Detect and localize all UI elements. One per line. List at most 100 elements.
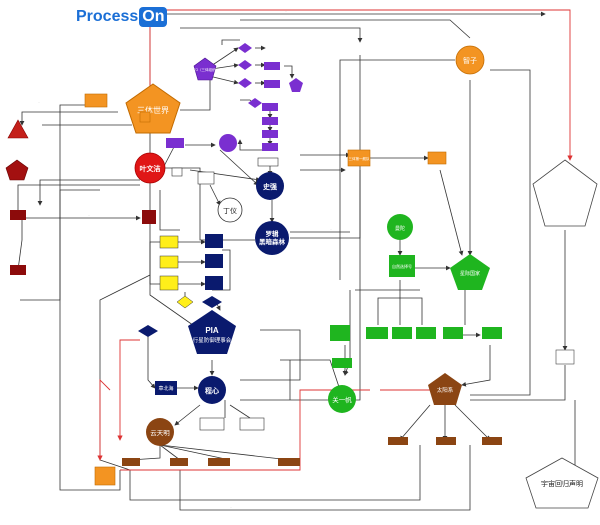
navy-diamond-left[interactable] (138, 325, 158, 337)
dark-red-box-2[interactable] (10, 265, 26, 275)
purple-diamond-4[interactable] (248, 98, 262, 108)
green-circle-top[interactable]: 曼陀 (387, 214, 413, 240)
ding-yi-node[interactable]: 丁仪 (217, 197, 243, 223)
brown-box-3[interactable] (208, 458, 230, 466)
universe-return-label: 宇宙回归声明 (541, 479, 583, 488)
yellow-box-3[interactable] (159, 275, 179, 291)
green-box-1[interactable] (330, 325, 350, 341)
green-box-5[interactable] (443, 327, 463, 339)
santi-world-label: 三体世界 (137, 105, 169, 115)
zhang-beihai-node[interactable]: 章北海 (155, 381, 177, 395)
connector-lines (16, 11, 576, 511)
zhizi-label: 智子 (463, 56, 477, 65)
white-box-4[interactable] (199, 417, 225, 431)
green-box-4[interactable] (416, 327, 436, 339)
purple-diamond-1[interactable] (238, 43, 252, 53)
navy-box-1[interactable] (205, 234, 223, 248)
green-box-7[interactable] (332, 358, 352, 368)
luo-ji-node[interactable]: 罗辑 黑暗森林 (255, 221, 289, 255)
universe-return-node[interactable]: 宇宙回归声明 (525, 457, 599, 509)
shi-qiang-label: 史强 (263, 182, 277, 191)
purple-box-6[interactable] (262, 143, 278, 151)
svg-text:··: ·· (418, 495, 420, 499)
green-box-natural-selection[interactable]: 自然选择号 (389, 255, 415, 277)
brown-box-6[interactable] (436, 437, 456, 445)
white-box-3[interactable] (171, 167, 183, 177)
orange-square-small[interactable] (139, 111, 151, 123)
purple-box-2[interactable] (264, 80, 280, 88)
red-triangle-node[interactable] (7, 119, 29, 139)
purple-box-3[interactable] (262, 103, 278, 111)
purple-box-5[interactable] (262, 130, 278, 138)
brown-box-1[interactable] (122, 458, 140, 466)
orange-box-right[interactable] (427, 151, 447, 165)
cheng-xin-node[interactable]: 程心 (198, 376, 226, 404)
solar-system-label: 太阳系 (437, 386, 454, 394)
ye-wenjie-node[interactable]: 叶文洁 (134, 152, 166, 184)
connector-annotations: ·· ·· ·· ·· ·· ·· (38, 9, 420, 509)
svg-text:··: ·· (330, 227, 332, 231)
dark-red-box-1[interactable] (10, 210, 26, 220)
svg-text:··: ·· (38, 100, 40, 104)
white-pentagon-node[interactable] (532, 159, 598, 227)
guan-yifan-label: 关一帆 (332, 395, 352, 404)
santi-world-node[interactable]: 三体世界 (125, 83, 181, 134)
white-box-2[interactable] (197, 171, 215, 185)
logo-text-b: On (139, 7, 168, 27)
solar-system-node[interactable]: 太阳系 (428, 373, 462, 405)
navy-diamond[interactable] (202, 296, 222, 308)
dark-red-pentagon-node[interactable] (5, 159, 29, 181)
svg-text:··: ·· (230, 505, 232, 509)
dark-red-box-3[interactable] (142, 210, 156, 224)
yellow-box-2[interactable] (159, 255, 179, 269)
fleet-label: 三体第一舰队 (349, 156, 370, 161)
zhizi-node[interactable]: 智子 (455, 45, 485, 75)
svg-text:··: ·· (88, 213, 90, 217)
purple-box-4[interactable] (262, 117, 278, 125)
purple-circle-node[interactable] (219, 134, 237, 152)
orange-box-fleet[interactable]: 三体第一舰队 (347, 149, 371, 167)
cheng-xin-label: 程心 (205, 386, 219, 395)
brown-box-2[interactable] (170, 458, 188, 466)
purple-diamond-3[interactable] (238, 78, 252, 88)
brown-box-4[interactable] (278, 458, 300, 466)
orange-box-1[interactable] (84, 93, 108, 108)
white-box-1[interactable] (257, 157, 279, 167)
pia-node[interactable]: PIA 行星防御理事会 (188, 310, 236, 354)
purple-pentagon-small[interactable] (289, 78, 303, 92)
purple-diamond-2[interactable] (238, 60, 252, 70)
white-box-5[interactable] (239, 417, 265, 431)
green-box-3[interactable] (392, 327, 412, 339)
zhang-beihai-label: 章北海 (158, 385, 173, 392)
shi-qiang-node[interactable]: 史强 (256, 172, 284, 200)
purple-box-1[interactable] (264, 62, 280, 70)
eto-pentagon-node[interactable]: ETO（三体组织） (191, 57, 219, 81)
star-nation-label: 星际国家 (460, 270, 480, 277)
yellow-diamond[interactable] (176, 295, 194, 309)
ding-yi-label: 丁仪 (223, 207, 237, 215)
yun-tianming-node[interactable]: 云天明 (146, 418, 174, 446)
processon-logo: Process On (76, 6, 168, 28)
manlu-label: 曼陀 (395, 225, 405, 232)
luo-ji-label: 罗辑 (266, 229, 280, 238)
green-box-2[interactable] (366, 327, 388, 339)
yellow-box-1[interactable] (159, 235, 179, 249)
white-box-right[interactable] (555, 349, 575, 365)
purple-box-7[interactable] (166, 138, 184, 148)
eto-label: ETO（三体组织） (191, 67, 219, 72)
logo-text-a: Process (76, 8, 139, 25)
brown-box-7[interactable] (482, 437, 502, 445)
svg-text:··: ·· (285, 9, 287, 13)
orange-box-bottom[interactable] (94, 466, 116, 486)
dark-forest-label: 黑暗森林 (259, 237, 286, 246)
ye-wenjie-label: 叶文洁 (140, 164, 161, 173)
guan-yifan-node[interactable]: 关一帆 (328, 385, 356, 413)
pia-full-label: 行星防御理事会 (193, 336, 232, 344)
brown-box-5[interactable] (388, 437, 408, 445)
navy-box-3[interactable] (205, 276, 223, 290)
navy-box-2[interactable] (205, 254, 223, 268)
yun-tianming-label: 云天明 (150, 429, 170, 437)
star-nation-node[interactable]: 星际国家 (450, 254, 490, 290)
green-box-6[interactable] (482, 327, 502, 339)
